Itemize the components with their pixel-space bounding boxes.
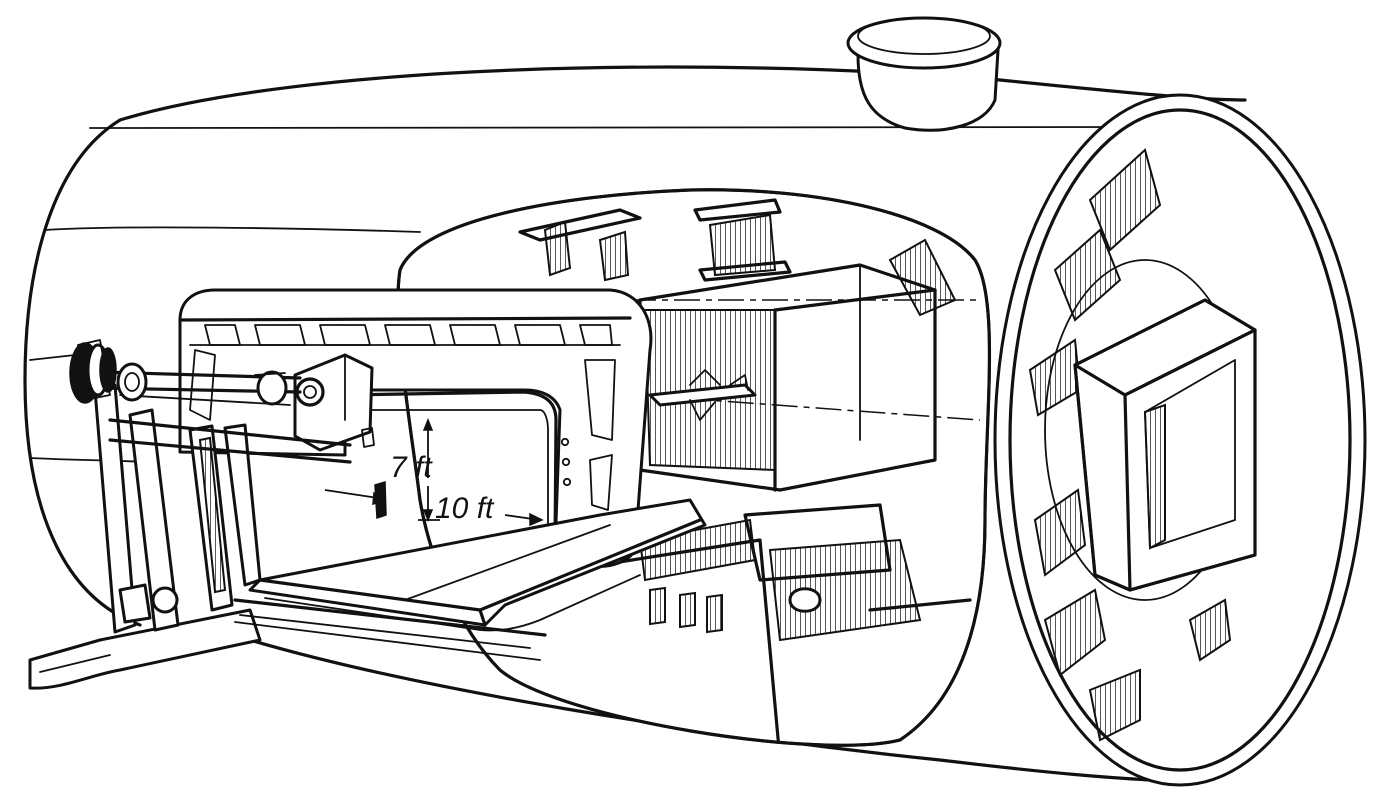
top-access-hatch (846, 16, 1002, 132)
ceiling-beams (518, 198, 957, 317)
tunnel-end-ring (993, 93, 1367, 787)
turning-vanes (1028, 148, 1232, 742)
drive-shaft-assembly (69, 339, 302, 406)
balance-mount-block (293, 353, 374, 452)
left-carriage-structure (28, 339, 547, 690)
floor-platform (248, 498, 707, 632)
width-dimension-label: 10 ft (435, 492, 495, 525)
height-dimension-label: 7 ft (390, 451, 433, 484)
square-duct-opening (1073, 298, 1257, 592)
dimension-callouts: 7 ft 10 ft (324, 417, 544, 527)
aircraft-model (648, 369, 757, 421)
cutaway-opening (396, 188, 992, 747)
lower-machinery (598, 503, 972, 746)
tunnel-outer-shell (23, 65, 1247, 784)
